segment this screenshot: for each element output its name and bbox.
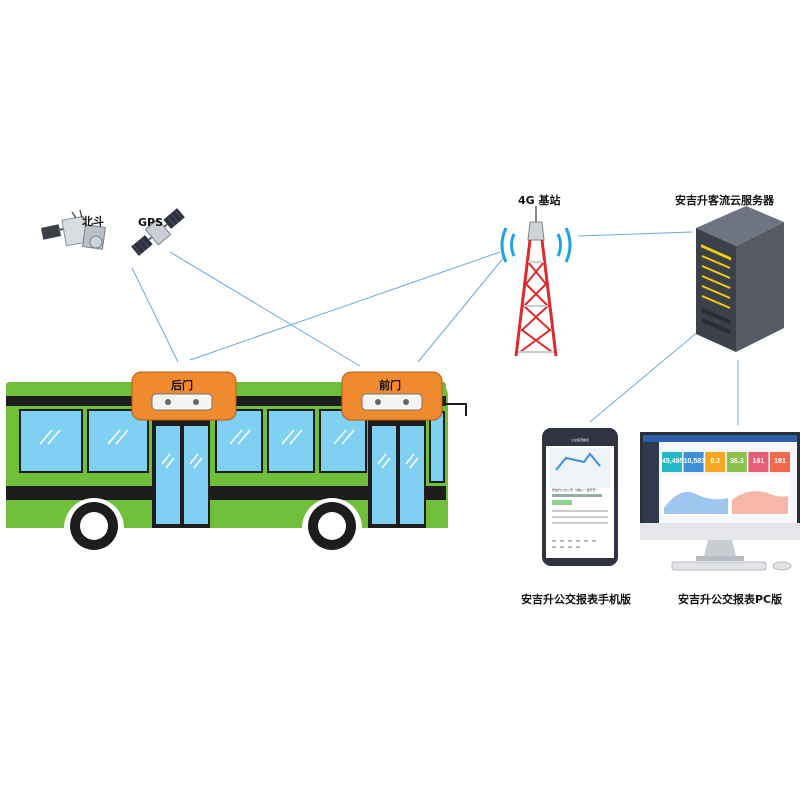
link-tower-server <box>577 231 693 237</box>
phone-label: 安吉升公交报表手机版 <box>521 593 631 606</box>
mouse-icon <box>772 561 792 571</box>
gps-label: GPS <box>138 216 164 229</box>
phone-screen-title: 公交客流报表 <box>570 438 589 442</box>
gps-satellite-icon <box>131 208 185 256</box>
pc-stat-tile <box>705 452 726 472</box>
pc-stat-value: 161 <box>752 458 765 465</box>
pc-label: 安吉升公交报表PC版 <box>678 593 783 606</box>
link-gps-frontdoor <box>169 251 361 367</box>
pc-stat-value: 45,495 <box>662 458 684 465</box>
rear-door-label: 后门 <box>171 379 193 392</box>
tower-label: 4G 基站 <box>518 194 561 207</box>
beidou-label: 北斗 <box>82 215 104 228</box>
connection-lines <box>131 231 739 425</box>
server-rack-icon <box>696 206 784 352</box>
front-door-counter-panel <box>341 371 443 421</box>
pc-stat-tile <box>662 452 682 472</box>
bus-illustration <box>6 371 467 550</box>
rear-door-counter-panel <box>131 371 237 421</box>
front-door-label: 前门 <box>379 379 401 392</box>
bus-wheels <box>64 498 362 550</box>
beidou-satellite-icon <box>40 209 106 250</box>
rear-counter-sensor <box>151 393 213 411</box>
pc-stat-value: 0.2 <box>710 458 721 465</box>
phone-route-text: 安吉升公交公司（0路公一段开开） <box>552 488 599 492</box>
pc-stat-tile <box>770 452 790 472</box>
pc-stat-value: 10,583 <box>683 458 706 465</box>
pc-stat-tiles <box>662 452 790 472</box>
front-counter-sensor <box>361 393 423 411</box>
pc-stat-tile <box>683 452 704 472</box>
link-reardoor-tower <box>189 251 501 361</box>
cell-tower-icon <box>500 206 572 357</box>
rear-door <box>152 420 210 528</box>
pc-stat-tile <box>748 452 769 472</box>
link-server-phone <box>589 329 701 423</box>
pc-stat-value: 181 <box>774 458 786 465</box>
server-label: 安吉升客流云服务器 <box>675 194 774 207</box>
pc-stat-tile <box>726 452 747 472</box>
pc-stat-value: 36.3 <box>729 458 744 465</box>
front-door <box>368 420 426 528</box>
link-frontdoor-tower <box>417 255 506 363</box>
bus-mirror <box>446 403 467 416</box>
pc-monitor-icon <box>640 432 800 571</box>
link-beidou-reardoor <box>131 267 179 363</box>
keyboard-icon <box>671 561 767 571</box>
smartphone-icon <box>542 428 618 566</box>
